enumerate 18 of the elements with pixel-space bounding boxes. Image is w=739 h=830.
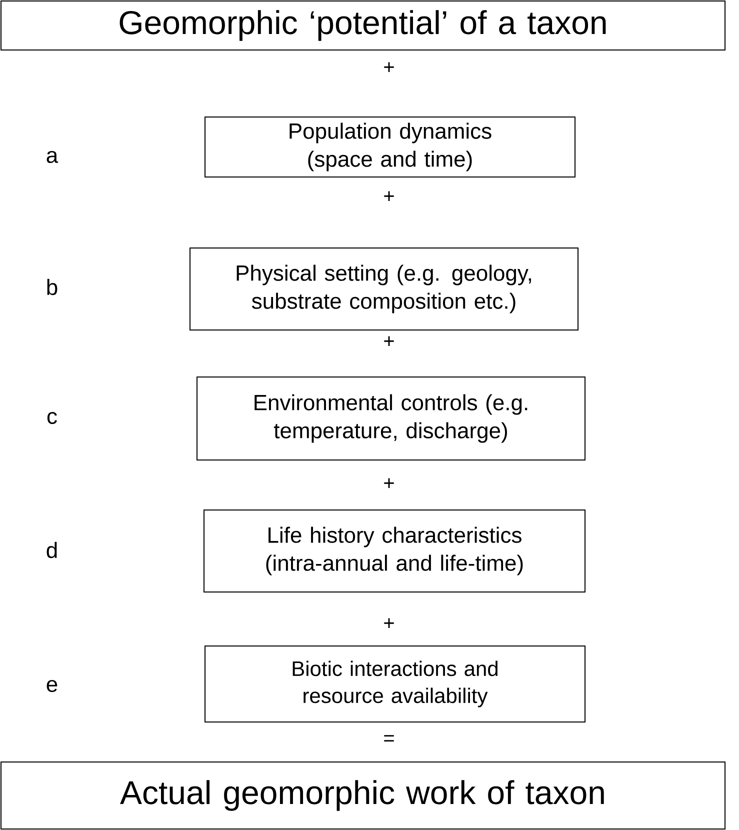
factor-box: Environmental controls (e.g. temperature, discharge) — [196, 376, 586, 460]
factor-box: Physical setting (e.g. geology, substrate composition etc.) — [190, 248, 578, 330]
factor-letter: b — [47, 278, 58, 296]
operator-sign: = — [384, 735, 394, 742]
factor-box: Life history characteristics (intra-annual and life-time) — [204, 510, 586, 592]
factor-box: Population dynamics (space and time) — [204, 116, 576, 178]
factor-letter: d — [46, 542, 57, 558]
operator-sign: + — [384, 336, 394, 346]
title-box: Geomorphic ‘potential’ of a taxon — [0, 0, 726, 50]
title-box: Actual geomorphic work of taxon — [0, 762, 726, 830]
factor-letter: a — [46, 150, 58, 164]
operator-sign: + — [384, 62, 394, 72]
operator-sign: + — [384, 618, 394, 628]
factor-box: Biotic interactions and resource availability — [204, 646, 586, 722]
factor-letter: c — [47, 412, 57, 424]
operator-sign: + — [384, 191, 394, 201]
factor-letter: e — [46, 680, 58, 692]
operator-sign: + — [384, 478, 394, 488]
